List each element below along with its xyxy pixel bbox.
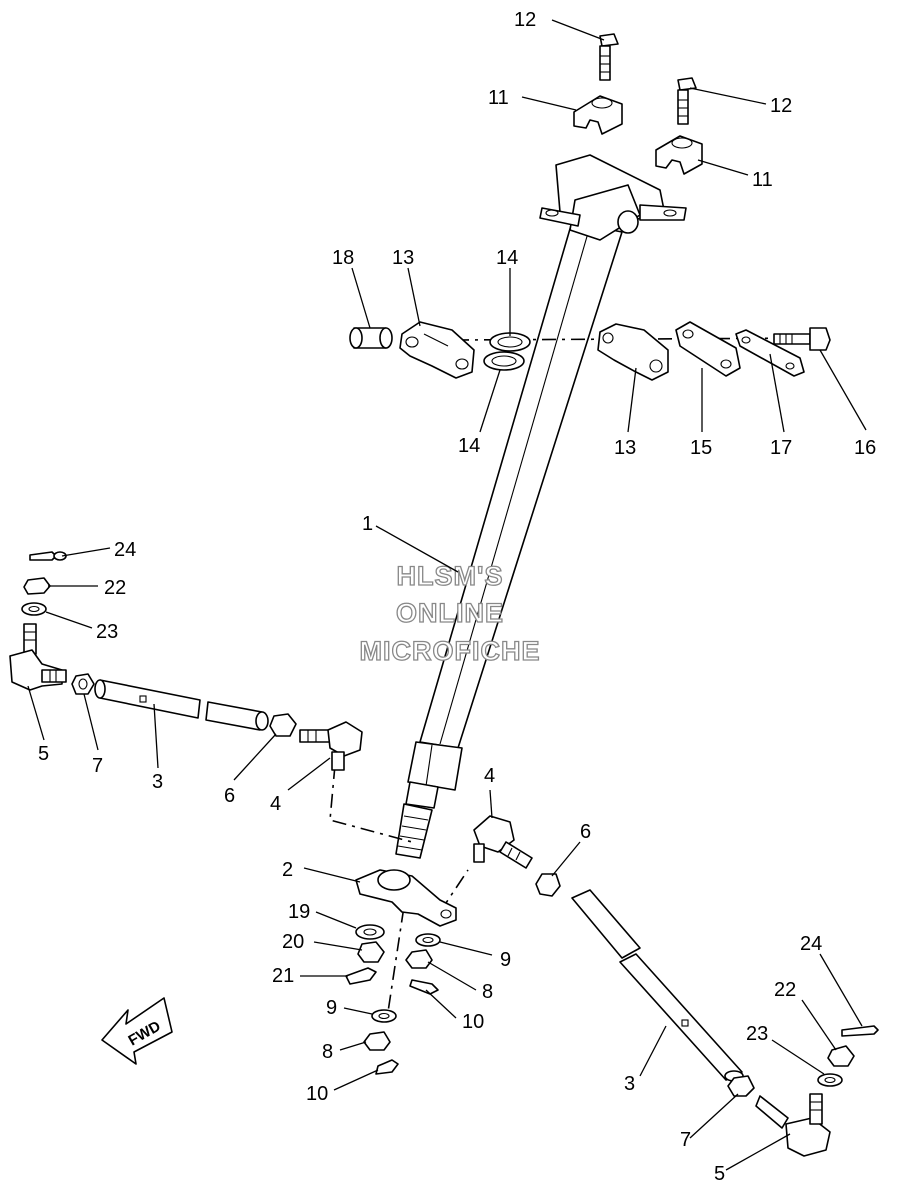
shaft-holder-right [597,323,669,381]
callout-3: 3 [624,1073,635,1095]
callout-23: 23 [746,1023,768,1045]
callout-9: 9 [500,949,511,971]
steering-shaft [395,221,623,859]
callout-8: 8 [322,1041,333,1063]
callout-24: 24 [800,933,822,955]
locknut-left [71,673,95,695]
callout-18: 18 [332,247,354,269]
holder-plate [675,321,741,377]
tie-rod-right [571,889,744,1082]
callout-14: 14 [458,435,480,457]
callout-19: 19 [288,901,310,923]
callout-6: 6 [224,785,235,807]
callout-14: 14 [496,247,518,269]
callout-labels: 12 11 12 11 18 13 14 14 13 15 17 16 1 24… [38,9,876,1185]
holder-bolt-right [677,77,697,125]
washer-right [817,1073,843,1087]
column-bracket [539,154,687,241]
nut-20 [357,941,385,963]
washer-19 [355,924,385,940]
callout-4: 4 [484,765,495,787]
tie-rod-end-inner-left [299,721,363,771]
tie-rod-end-right [755,1093,831,1157]
holder-bolt [773,327,831,351]
washer-9-right [415,933,441,947]
callout-5: 5 [38,743,49,765]
lock-washer [735,329,805,377]
callout-4: 4 [270,793,281,815]
callout-13: 13 [614,437,636,459]
cotter-pin-10-right [409,979,439,995]
callout-2: 2 [282,859,293,881]
callout-7: 7 [92,755,103,777]
pitman-arm [355,869,457,927]
locknut-left-inner [269,713,297,737]
cotter-pin-21 [345,967,377,985]
callout-7: 7 [680,1129,691,1151]
fwd-arrow: FWD [101,997,173,1065]
handlebar-holder-left [573,95,623,135]
collar [349,327,393,349]
callout-13: 13 [392,247,414,269]
handlebar-holder-right [655,135,703,175]
callout-5: 5 [714,1163,725,1185]
callout-6: 6 [580,821,591,843]
cotter-pin-left [29,551,67,561]
holder-bolt-left [599,33,619,81]
callout-11: 11 [488,87,509,109]
callout-12: 12 [770,95,792,117]
watermark-line-3: MICROFICHE [360,636,541,666]
castle-nut-right [827,1045,855,1067]
callout-11: 11 [752,169,773,191]
tie-rod-end-inner-right [473,815,533,869]
callout-22: 22 [774,979,796,1001]
locknut-right-inner [535,873,561,897]
watermark: HLSM'S ONLINE MICROFICHE [359,560,541,666]
shaft-holder-left [399,321,475,379]
callout-20: 20 [282,931,304,953]
cotter-pin-10-lower [375,1059,399,1075]
callout-9: 9 [326,997,337,1019]
callout-24: 24 [114,539,136,561]
watermark-line-1: HLSM'S [397,561,504,591]
cotter-pin-right [841,1025,879,1037]
washer-left [21,602,47,616]
callout-15: 15 [690,437,712,459]
washer-lower [483,351,525,371]
callout-10: 10 [306,1083,328,1105]
nut-8-lower [363,1031,391,1051]
callout-21: 21 [272,965,294,987]
callout-16: 16 [854,437,876,459]
washer-9-lower [371,1009,397,1023]
callout-12: 12 [514,9,536,31]
nut-8-right [405,949,433,969]
leader-lines [27,19,867,1171]
callout-8: 8 [482,981,493,1003]
tie-rod-end-left [9,623,67,691]
tie-rod-left [94,679,269,731]
callout-1: 1 [362,513,373,535]
locknut-right [727,1075,755,1097]
callout-3: 3 [152,771,163,793]
castle-nut-left [23,577,51,595]
callout-17: 17 [770,437,792,459]
callout-23: 23 [96,621,118,643]
callout-10: 10 [462,1011,484,1033]
callout-22: 22 [104,577,126,599]
watermark-line-2: ONLINE [396,598,504,628]
